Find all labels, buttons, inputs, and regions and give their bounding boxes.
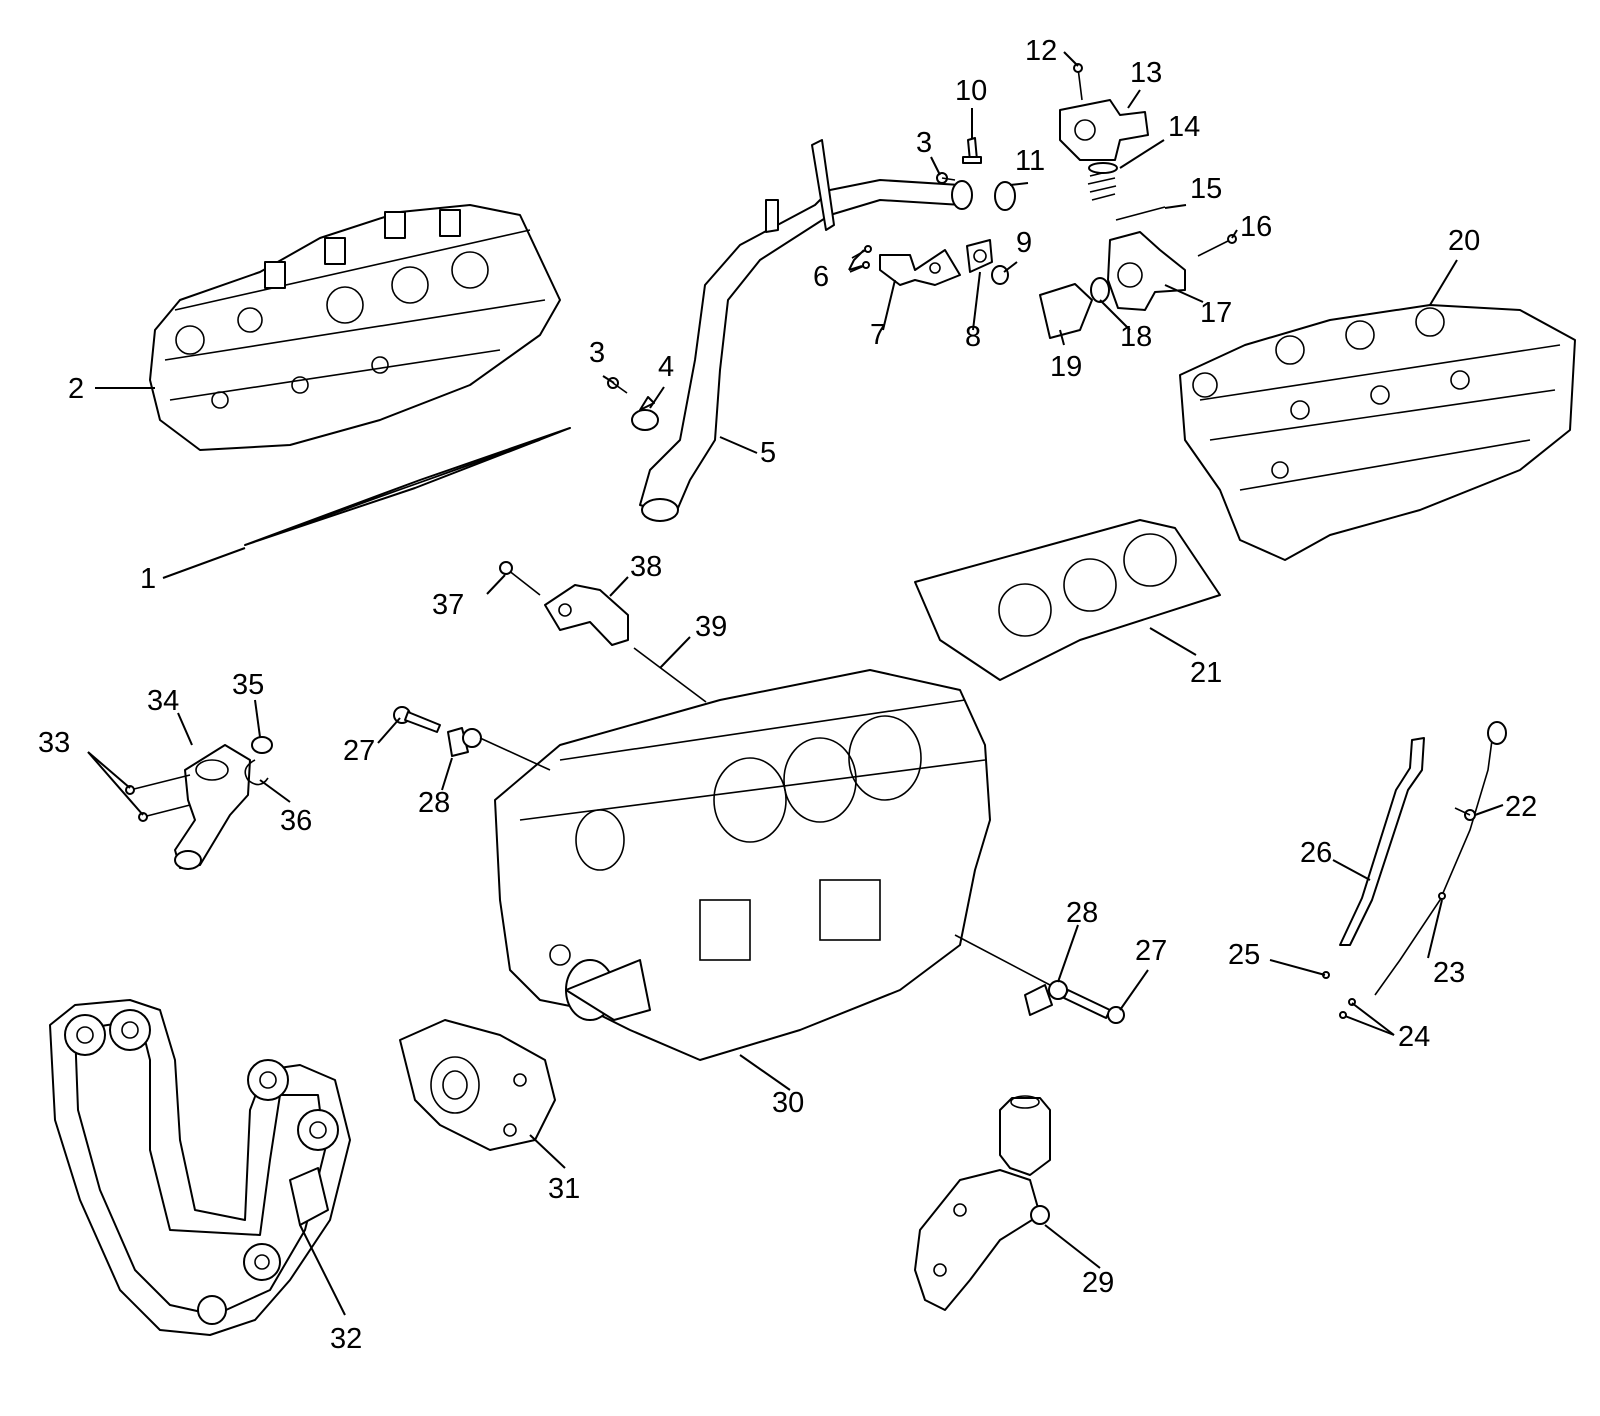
left-cylinder-head — [149, 204, 561, 451]
callout-30: 30 — [772, 1087, 804, 1119]
bypass-pipe — [879, 249, 961, 286]
callout-23: 23 — [1433, 957, 1465, 989]
o-ring-35 — [251, 736, 273, 754]
bolt-3-right — [936, 172, 956, 184]
bolt-16 — [1197, 234, 1237, 257]
timing-chain-32 — [49, 999, 351, 1336]
callout-35: 35 — [232, 669, 264, 701]
callout-12: 12 — [1025, 35, 1057, 67]
right-cylinder-head — [1179, 304, 1576, 561]
callout-19: 19 — [1050, 351, 1082, 383]
thermostat-outlet — [1059, 63, 1149, 161]
hose-clamp — [631, 396, 659, 431]
callout-6: 6 — [813, 261, 829, 293]
callout-18: 18 — [1120, 321, 1152, 353]
oil-pump-31 — [399, 1019, 556, 1151]
leader-lines — [87, 51, 1504, 1316]
gasket-8 — [966, 239, 993, 273]
callout-38: 38 — [630, 551, 662, 583]
knock-sensor-28-right — [954, 934, 1068, 1016]
bolt-27-right — [1063, 989, 1125, 1024]
coolant-pipe — [639, 139, 973, 522]
gasket-seal — [244, 427, 571, 546]
callout-9: 9 — [1016, 227, 1032, 259]
bolt-37 — [499, 561, 541, 596]
oil-filter-housing-29 — [914, 1095, 1051, 1311]
callout-37: 37 — [432, 589, 464, 621]
dipstick-23 — [1374, 721, 1507, 996]
callout-15: 15 — [1190, 173, 1222, 205]
bolt-27-left — [393, 706, 441, 733]
callout-33: 33 — [38, 727, 70, 759]
callout-36: 36 — [280, 805, 312, 837]
bolt-10 — [962, 137, 982, 164]
callout-3-left: 3 — [589, 337, 605, 369]
thermostat-housing — [1107, 231, 1186, 311]
callout-31: 31 — [548, 1173, 580, 1205]
callout-2: 2 — [68, 373, 84, 405]
knock-sensor-28-left — [447, 727, 551, 771]
callout-4: 4 — [658, 351, 674, 383]
callout-8: 8 — [965, 321, 981, 353]
callout-13: 13 — [1130, 57, 1162, 89]
callout-17: 17 — [1200, 297, 1232, 329]
callout-11: 11 — [1015, 145, 1045, 177]
callout-39: 39 — [695, 611, 727, 643]
o-ring-9 — [991, 265, 1009, 285]
callout-10: 10 — [955, 75, 987, 107]
water-outlet-34 — [174, 744, 251, 870]
callout-32: 32 — [330, 1323, 362, 1355]
callout-7: 7 — [870, 319, 886, 351]
callout-labels: 1 2 3 4 5 6 7 8 9 10 11 3 12 13 14 15 16… — [38, 35, 1537, 1355]
o-ring-11 — [994, 181, 1016, 211]
callout-25: 25 — [1228, 939, 1260, 971]
callout-27-left: 27 — [343, 735, 375, 767]
head-gasket — [914, 519, 1221, 681]
o-ring-39 — [633, 647, 707, 703]
seals-24 — [1339, 998, 1356, 1019]
callout-20: 20 — [1448, 225, 1480, 257]
callout-27-right: 27 — [1135, 935, 1167, 967]
callout-5: 5 — [760, 437, 776, 469]
callout-28-left: 28 — [418, 787, 450, 819]
callout-16: 16 — [1240, 211, 1272, 243]
callout-3-right: 3 — [916, 127, 932, 159]
callout-34: 34 — [147, 685, 179, 717]
callout-26: 26 — [1300, 837, 1332, 869]
callout-14: 14 — [1168, 111, 1200, 143]
bolts-33 — [125, 774, 191, 822]
seal-15 — [1115, 206, 1166, 221]
callout-22: 22 — [1505, 791, 1537, 823]
callout-1: 1 — [140, 563, 156, 595]
sensor-38 — [544, 584, 629, 646]
dipstick-tube-26 — [1339, 737, 1425, 946]
seal-18 — [1090, 277, 1110, 303]
engine-block — [494, 669, 991, 1061]
callout-24: 24 — [1398, 1021, 1430, 1053]
bolt-22 — [1454, 807, 1476, 821]
callout-29: 29 — [1082, 1267, 1114, 1299]
callout-28-right: 28 — [1066, 897, 1098, 929]
gasket-19 — [1039, 283, 1093, 339]
thermostat — [1087, 162, 1118, 201]
callout-21: 21 — [1190, 657, 1222, 689]
